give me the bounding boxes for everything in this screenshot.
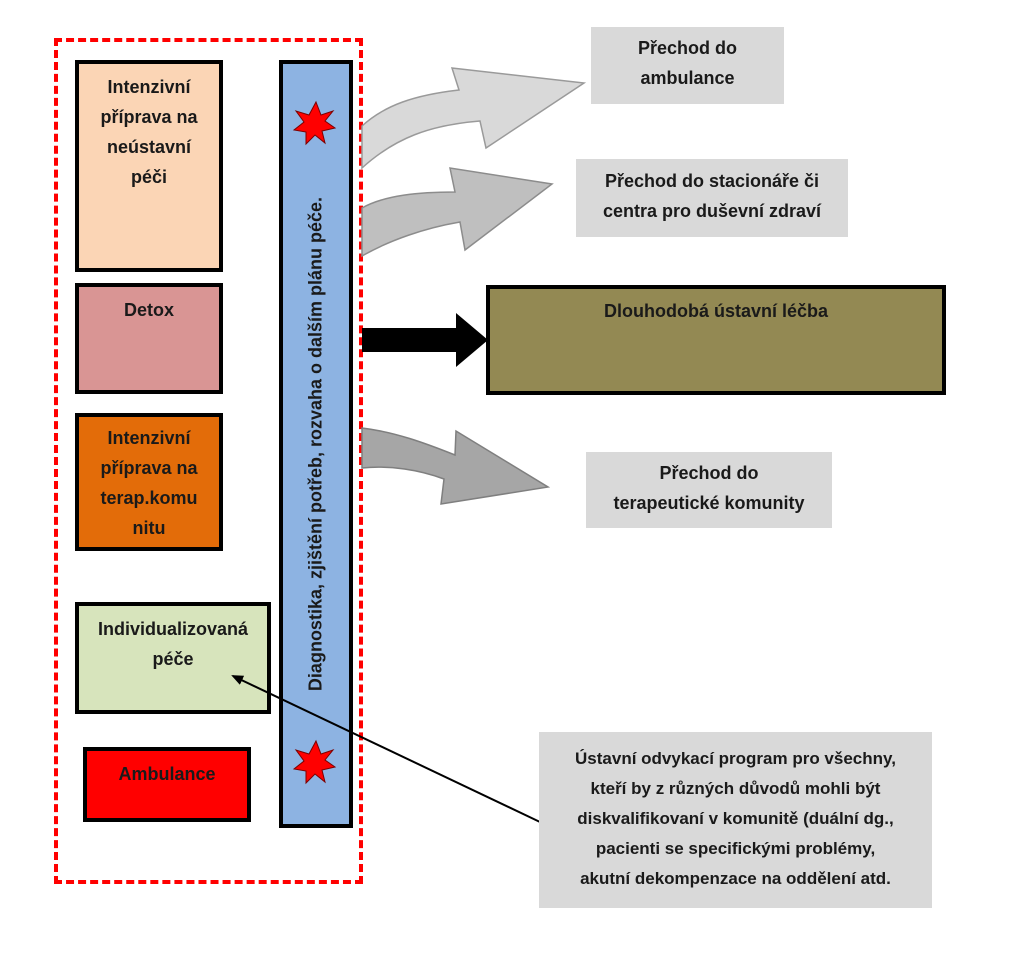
box-line: Intenzivní xyxy=(107,77,191,97)
box-line: Přechod do stacionáře či xyxy=(604,171,820,191)
box-line: nitu xyxy=(132,518,166,538)
box-line: Dlouhodobá ústavní léčba xyxy=(603,301,829,321)
box-line: příprava na xyxy=(100,458,198,478)
note-line: pacienti se specifickými problémy, xyxy=(595,839,876,858)
box-line: Individualizovaná xyxy=(97,619,249,639)
box-line: Přechod do xyxy=(659,463,759,483)
box-line: příprava na xyxy=(100,107,198,127)
detox-box: Detox xyxy=(75,283,223,394)
community-transfer-box: Přechod do terapeutické komunity xyxy=(586,452,832,528)
stationary-transfer-box: Přechod do stacionáře či centra pro duše… xyxy=(576,159,848,237)
note-line: kteří by z různých důvodů mohli být xyxy=(590,779,881,798)
note-line: Ústavní odvykací program pro všechny, xyxy=(575,749,896,768)
box-line: terapeutické komunity xyxy=(613,493,805,513)
intensive-community-prep-box: Intenzivní příprava na terap.komu nitu xyxy=(75,413,223,551)
alert-star-icon xyxy=(292,100,337,146)
ambulance-box: Ambulance xyxy=(83,747,251,822)
diagnostic-bar: Diagnostika, zjištění potřeb, rozvaha o … xyxy=(279,60,353,828)
inpatient-program-boundary xyxy=(54,38,363,884)
note-pointer-arrow xyxy=(231,675,541,823)
intensive-outpatient-prep-box: Intenzivní příprava na neústavní péči xyxy=(75,60,223,272)
box-line: péče xyxy=(152,649,194,669)
box-line: Přechod do xyxy=(637,38,737,58)
box-line: Detox xyxy=(123,300,174,320)
individualized-care-box: Individualizovaná péče xyxy=(75,602,271,714)
long-term-care-box: Dlouhodobá ústavní léčba xyxy=(486,285,946,395)
arrow-to-ambulance-transfer xyxy=(361,67,587,170)
ambulance-transfer-box: Přechod do ambulance xyxy=(591,27,784,104)
program-note-box: Ústavní odvykací program pro všechny, kt… xyxy=(539,732,932,908)
note-line: akutní dekompenzace na oddělení atd. xyxy=(580,869,891,888)
box-line: ambulance xyxy=(640,68,735,88)
arrow-to-stationary-transfer xyxy=(361,167,554,258)
box-line: terap.komu xyxy=(100,488,198,508)
box-line: neústavní xyxy=(106,137,192,157)
alert-star-icon xyxy=(292,739,337,785)
box-line: Intenzivní xyxy=(107,428,191,448)
box-line: Ambulance xyxy=(118,764,216,784)
note-line: diskvalifikovaní v komunitě (duální dg., xyxy=(577,809,894,828)
arrow-to-long-term-care xyxy=(362,313,488,367)
box-line: centra pro duševní zdraví xyxy=(602,201,822,221)
box-line: péči xyxy=(130,167,168,187)
arrow-to-community-transfer xyxy=(361,427,551,505)
